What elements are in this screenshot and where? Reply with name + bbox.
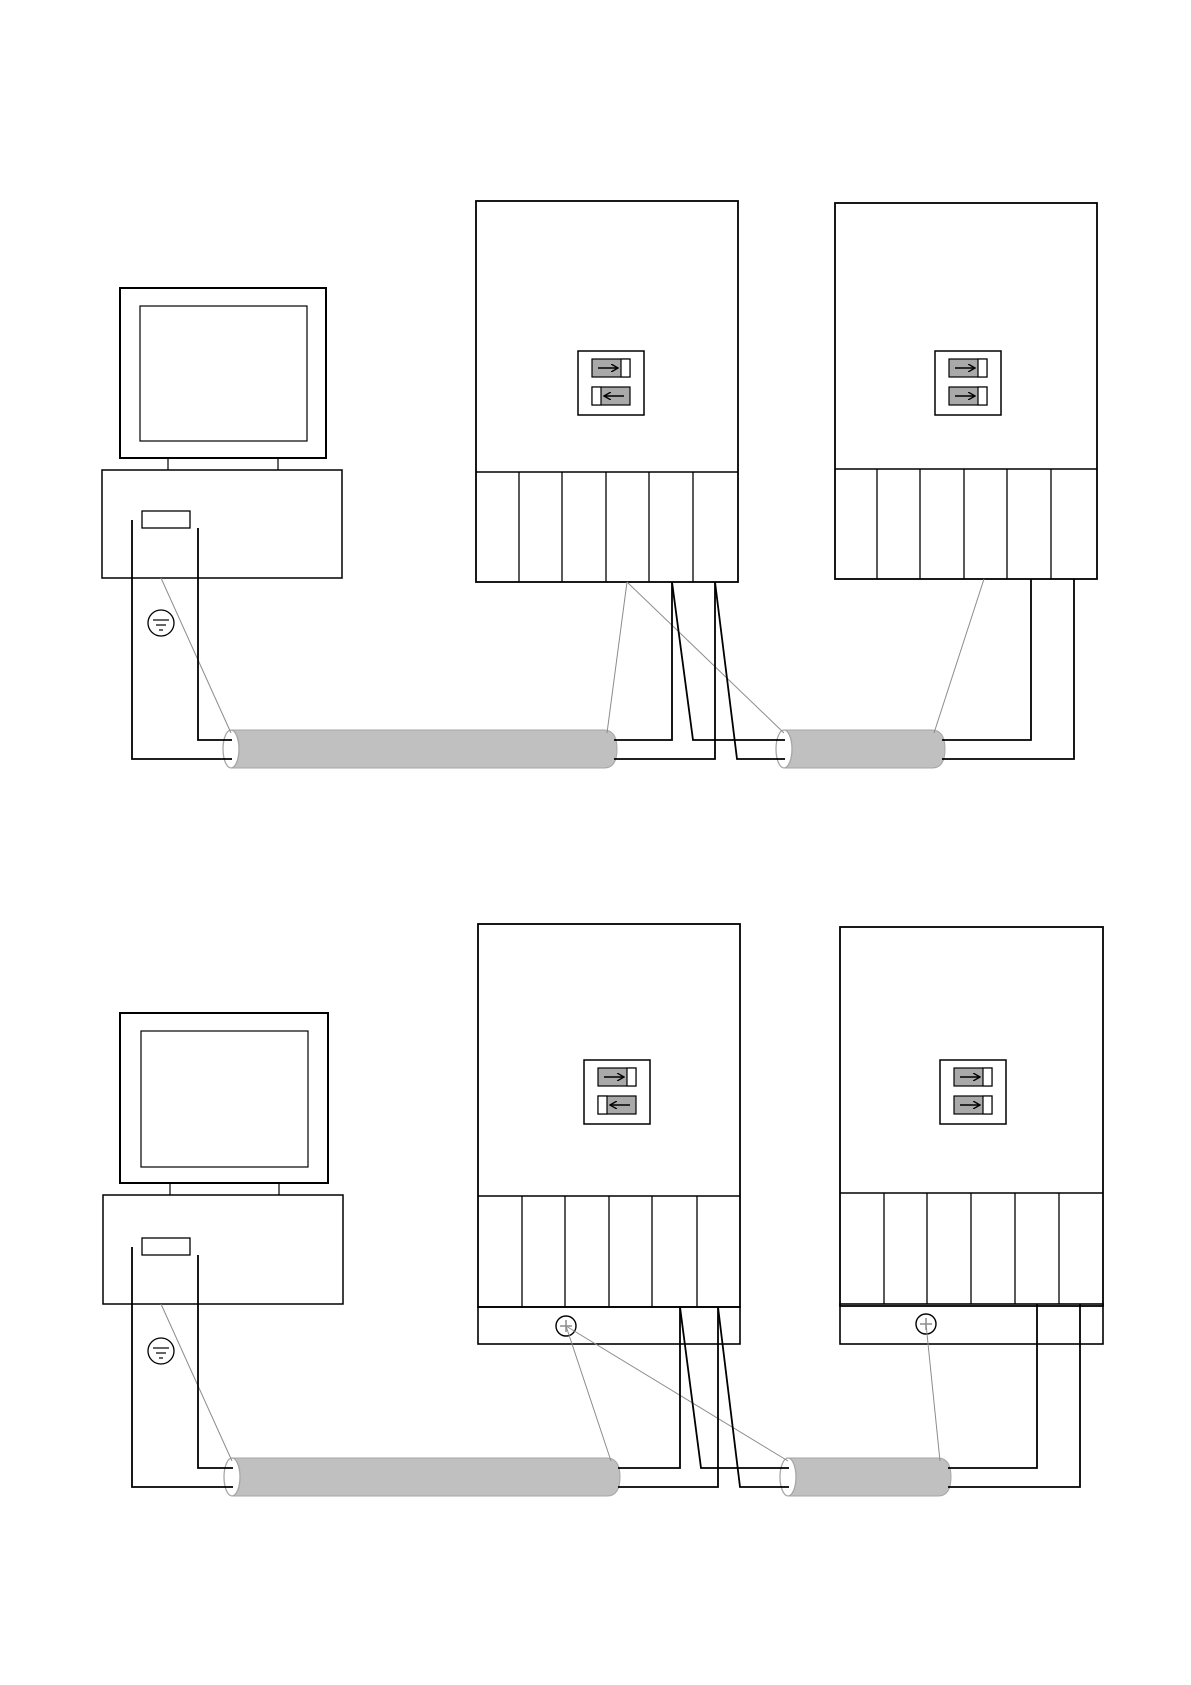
terminal-dividers xyxy=(522,1196,697,1307)
shielded-cable-1 xyxy=(224,1458,620,1496)
serial-connector xyxy=(142,511,190,528)
shield-wires xyxy=(161,1304,940,1461)
computer-case xyxy=(102,470,342,578)
computer xyxy=(102,288,342,636)
diagram-bottom xyxy=(103,924,1103,1496)
arrow-right-icon xyxy=(954,1068,992,1086)
termination-switch-block xyxy=(584,1060,650,1124)
arrow-right-icon xyxy=(949,359,987,377)
terminal-dividers xyxy=(519,472,693,582)
signal-wires xyxy=(132,1247,1080,1487)
drive-unit-1 xyxy=(476,201,738,582)
serial-connector xyxy=(142,1238,190,1255)
termination-switch-block xyxy=(578,351,644,415)
drive-unit-2 xyxy=(840,927,1103,1344)
drive-unit-1 xyxy=(478,924,740,1344)
computer xyxy=(103,1013,343,1364)
termination-switch-block xyxy=(940,1060,1006,1124)
terminal-dividers xyxy=(877,469,1051,579)
shield-wires xyxy=(161,578,984,733)
arrow-right-icon xyxy=(592,359,630,377)
grounding-bar xyxy=(478,1307,740,1344)
terminal-dividers xyxy=(884,1193,1059,1304)
arrow-right-icon xyxy=(949,387,987,405)
arrow-left-icon xyxy=(598,1096,636,1114)
grounding-bar xyxy=(840,1304,1103,1344)
arrow-right-icon xyxy=(954,1096,992,1114)
shielded-cable-2 xyxy=(776,730,945,768)
arrow-right-icon xyxy=(598,1068,636,1086)
termination-switch-block xyxy=(935,351,1001,415)
shielded-cable-2 xyxy=(780,1458,951,1496)
monitor-screen xyxy=(140,306,307,441)
diagram-top xyxy=(102,201,1097,768)
computer-case xyxy=(103,1195,343,1304)
monitor xyxy=(120,288,326,458)
ground-symbol-icon xyxy=(148,1338,174,1364)
monitor-screen xyxy=(141,1031,308,1167)
drive-unit-2 xyxy=(835,203,1097,579)
monitor xyxy=(120,1013,328,1183)
signal-wires xyxy=(132,520,1074,759)
shielded-cable-1 xyxy=(223,730,617,768)
ground-symbol-icon xyxy=(148,610,174,636)
arrow-left-icon xyxy=(592,387,630,405)
